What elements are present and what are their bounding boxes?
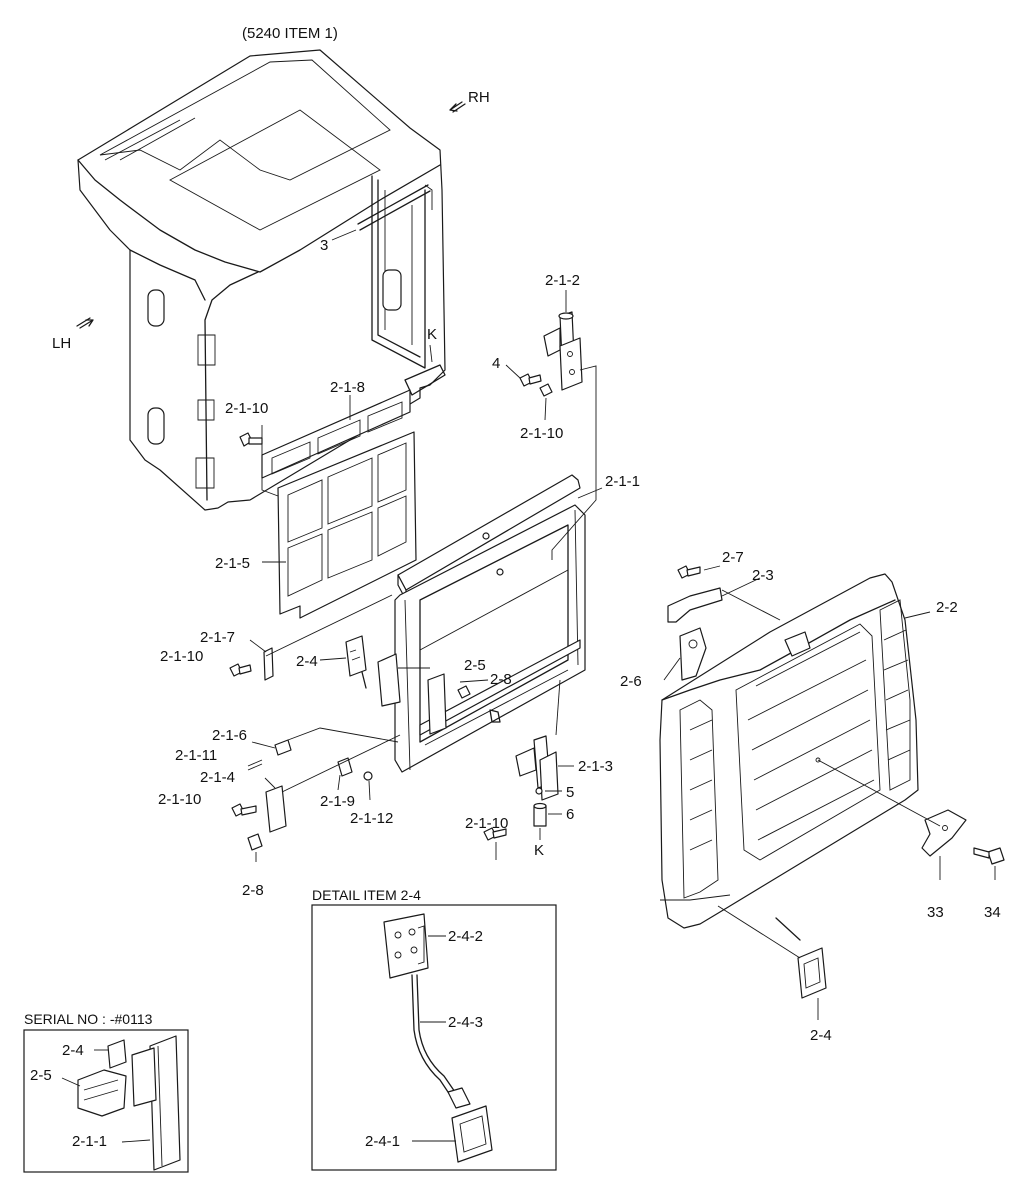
label-2-1-10-b: 2-1-10 (225, 400, 268, 417)
serial-title: SERIAL NO : -#0113 (24, 1011, 153, 1027)
label-2-1-10-e: 2-1-10 (465, 815, 508, 832)
label-2-4-b: 2-4 (810, 1027, 832, 1044)
label-2-4-2: 2-4-2 (448, 928, 483, 945)
bolt-icon (457, 685, 471, 699)
detail-item-2-4-panel: DETAIL ITEM 2-4 2-4-2 2-4-3 2-4-1 (311, 887, 557, 1171)
label-2-5: 2-5 (464, 657, 486, 674)
washer-5 (535, 787, 543, 795)
plate-2-5-left (377, 653, 401, 707)
hinge-plate-2-1-4 (265, 785, 287, 833)
bolt-icon (519, 373, 542, 387)
label-2-1-7: 2-1-7 (200, 629, 235, 646)
lh-arrow-icon (76, 317, 94, 329)
serial-label-2-4: 2-4 (62, 1042, 84, 1059)
bolt-icon (239, 432, 263, 447)
rh-label: RH (468, 89, 490, 106)
frame-slot (382, 269, 402, 311)
bolt-icon (973, 847, 1005, 865)
label-2-1-3: 2-1-3 (578, 758, 613, 775)
serial-label-2-5: 2-5 (30, 1067, 52, 1084)
label-2-1-12: 2-1-12 (350, 810, 393, 827)
bolt-icon (677, 565, 701, 579)
label-5: 5 (566, 784, 574, 801)
bracket-2-3 (667, 587, 723, 623)
label-2-1-10-d: 2-1-10 (158, 791, 201, 808)
label-2-1-8: 2-1-8 (330, 379, 365, 396)
plate-2-5-serial (77, 1069, 127, 1117)
label-2-1-4: 2-1-4 (200, 769, 235, 786)
label-2-1-9: 2-1-9 (320, 793, 355, 810)
plate-2-5 (427, 673, 447, 735)
emblem (784, 631, 811, 657)
bolt-icon (483, 827, 507, 841)
hinge-2-1-2 (543, 311, 583, 391)
detail-title: DETAIL ITEM 2-4 (312, 887, 421, 903)
latch-bracket-2-4 (345, 635, 367, 689)
frame-2-1-1-serial (149, 1035, 181, 1171)
label-33: 33 (927, 904, 944, 921)
handle-2-4-1 (451, 1105, 493, 1163)
label-2-4-1: 2-4-1 (365, 1133, 400, 1150)
latch-2-4-serial (107, 1039, 127, 1069)
screw-2-1-11 (247, 759, 263, 771)
bracket-2-4-2 (383, 913, 429, 979)
bolt-icon (539, 383, 553, 397)
label-2-1-10-a: 2-1-10 (520, 425, 563, 442)
hinge-2-1-3 (515, 735, 559, 801)
filter-screen-2-1-5 (277, 431, 417, 619)
label-2-1-1: 2-1-1 (605, 473, 640, 490)
washer-2-1-12 (363, 771, 373, 781)
label-2-3: 2-3 (752, 567, 774, 584)
label-6: 6 (566, 806, 574, 823)
bolt-icon (231, 803, 257, 817)
latch-2-4 (775, 917, 827, 999)
label-2-6: 2-6 (620, 673, 642, 690)
cable-2-4-3 (411, 974, 451, 1096)
leader-lines (249, 229, 996, 1020)
label-4: 4 (492, 355, 500, 372)
label-2-1-10-c: 2-1-10 (160, 648, 203, 665)
label-k-bottom: K (534, 842, 544, 859)
serial-label-2-1-1: 2-1-1 (72, 1133, 107, 1150)
plate-33 (921, 809, 967, 857)
hood-cover (77, 49, 446, 511)
label-k-top: K (427, 326, 437, 343)
spacer-2-1-6 (274, 739, 292, 756)
bracket-2-6 (679, 627, 707, 681)
label-2-2: 2-2 (936, 599, 958, 616)
serial-no-panel: SERIAL NO : -#0113 2-4 2-5 2-1-1 (23, 1011, 189, 1173)
pin-2-1-9 (337, 757, 353, 777)
label-34: 34 (984, 904, 1001, 921)
label-3: 3 (320, 237, 328, 254)
label-2-1-11: 2-1-11 (175, 747, 217, 764)
lh-label: LH (52, 335, 71, 352)
rh-arrow-icon (449, 101, 466, 113)
label-2-4-a: 2-4 (296, 653, 318, 670)
vent-slot (147, 407, 165, 445)
bolt-icon (229, 663, 252, 677)
label-2-8-b: 2-8 (242, 882, 264, 899)
label-2-1-2: 2-1-2 (545, 272, 580, 289)
vent-slot (147, 289, 165, 327)
front-grille-2-2 (659, 573, 919, 929)
label-2-7: 2-7 (722, 549, 744, 566)
label-2-1-6: 2-1-6 (212, 727, 247, 744)
label-2-4-3: 2-4-3 (448, 1014, 483, 1031)
label-2-8-a: 2-8 (490, 671, 512, 688)
reference-label: (5240 ITEM 1) (242, 25, 338, 42)
bolt-icon (247, 833, 263, 851)
label-2-1-5: 2-1-5 (215, 555, 250, 572)
